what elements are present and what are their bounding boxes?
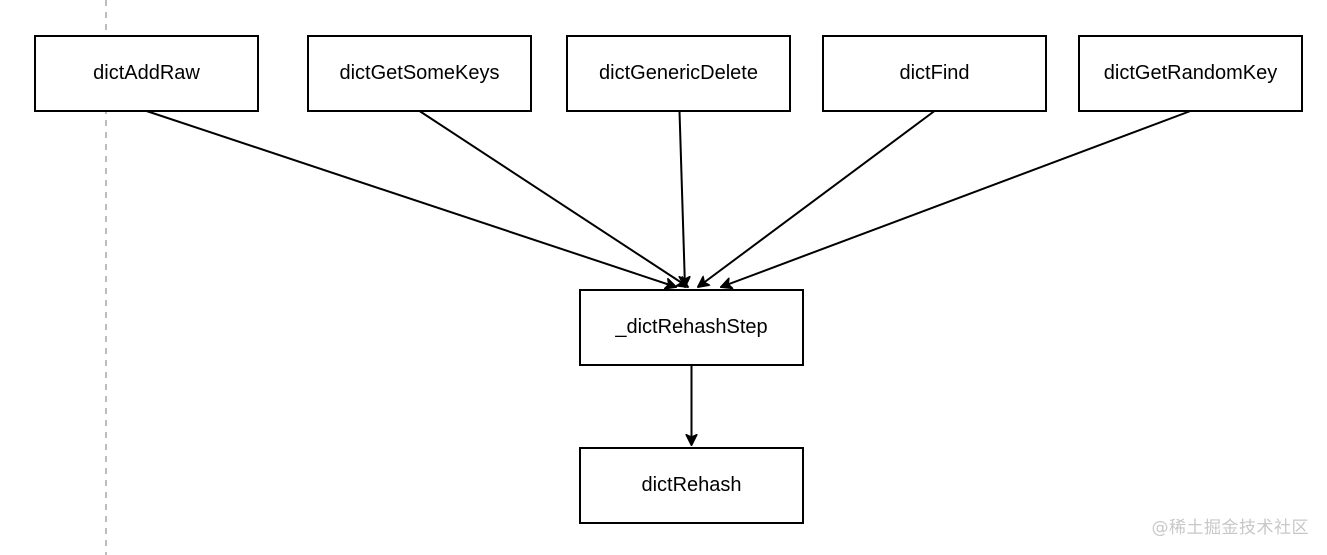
edge-dictGenericDelete-to-rehashstep xyxy=(678,110,686,287)
node-label: dictAddRaw xyxy=(93,62,200,84)
node-dictGenericDelete[interactable]: dictGenericDelete xyxy=(566,35,791,112)
edge-dictGetSomeKeys-to-rehashstep xyxy=(418,110,689,287)
edge-dictGetRandomKey-to-rehashstep xyxy=(721,110,1191,287)
edge-dictFind-to-rehashstep xyxy=(698,110,936,287)
node-dictGetSomeKeys[interactable]: dictGetSomeKeys xyxy=(307,35,532,112)
node-label: dictGetRandomKey xyxy=(1104,62,1277,84)
node-dictRehashStep[interactable]: _dictRehashStep xyxy=(579,289,804,366)
node-dictFind[interactable]: dictFind xyxy=(822,35,1047,112)
node-dictAddRaw[interactable]: dictAddRaw xyxy=(34,35,259,112)
watermark-text: @稀土掘金技术社区 xyxy=(1151,518,1309,538)
edge-dictAddRaw-to-rehashstep xyxy=(146,110,677,287)
node-label: dictGetSomeKeys xyxy=(339,62,499,84)
node-label: dictGenericDelete xyxy=(599,62,758,84)
node-label: _dictRehashStep xyxy=(614,316,767,338)
node-dictRehash[interactable]: dictRehash xyxy=(579,447,804,524)
node-label: dictFind xyxy=(899,62,969,84)
node-dictGetRandomKey[interactable]: dictGetRandomKey xyxy=(1078,35,1303,112)
edges-layer xyxy=(146,110,1191,445)
node-label: dictRehash xyxy=(641,474,741,496)
